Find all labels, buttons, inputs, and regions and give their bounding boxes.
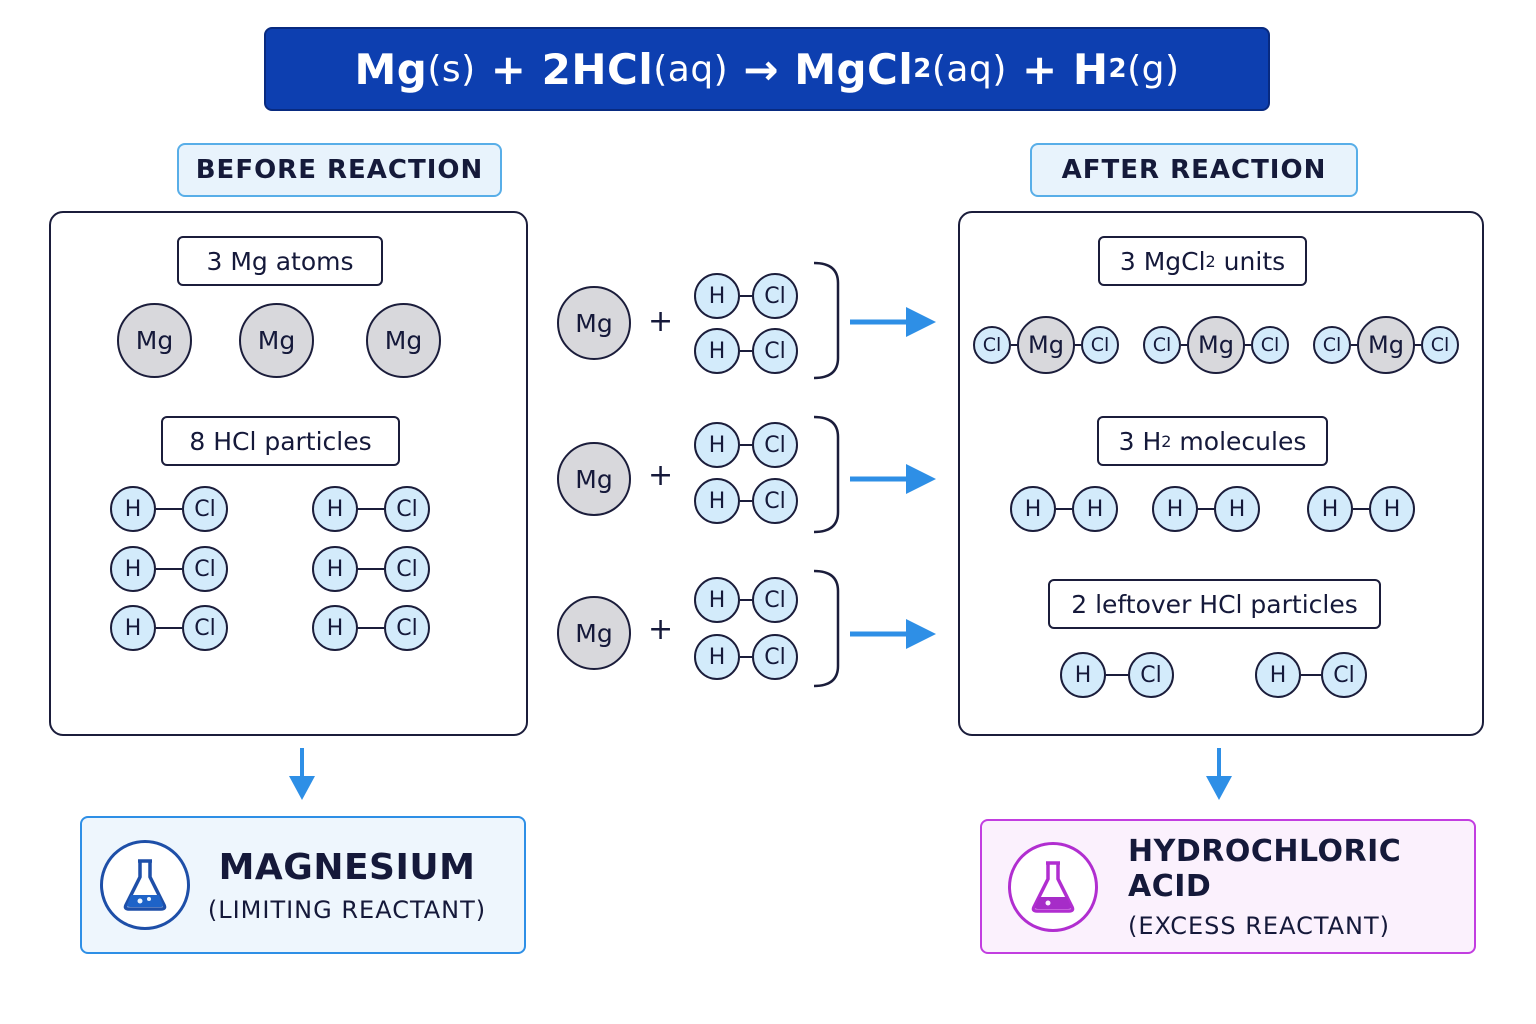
mg-atom: Mg [366,303,441,378]
plus-sign: + [648,612,674,647]
excess-reactant-box: HYDROCHLORIC ACID (EXCESS REACTANT) [980,819,1476,954]
chlorine-atom: Cl [1143,326,1181,364]
limiting-reactant-title: MAGNESIUM [218,846,476,888]
flask-icon [1008,841,1098,932]
chlorine-atom: Cl [1313,326,1351,364]
excess-reactant-title: HYDROCHLORIC ACID [1128,833,1402,904]
chlorine-atom: Cl [182,486,228,532]
down-arrow-right [1206,748,1232,800]
h2-molecule: H H [1010,486,1118,532]
hydrogen-atom: H [694,634,740,680]
mg-atom: Mg [1357,316,1415,374]
bracket [813,261,840,380]
hydrogen-atom: H [110,486,156,532]
hydrogen-atom: H [312,546,358,592]
hydrogen-atom: H [1255,652,1301,698]
chlorine-atom: Cl [1251,326,1289,364]
hydrogen-atom: H [1307,486,1353,532]
mg-atom: Mg [1187,316,1245,374]
hcl-molecule: H Cl [694,422,798,468]
hcl-molecule: H Cl [110,605,228,651]
bracket-group [813,261,840,688]
hcl-molecule: H Cl [694,328,798,374]
hcl-molecule: H Cl [312,546,430,592]
hydrogen-atom: H [1152,486,1198,532]
chlorine-atom: Cl [752,422,798,468]
reaction-arrow [850,464,936,494]
hcl-molecule: H Cl [312,605,430,651]
bracket [813,415,840,534]
chlorine-atom: Cl [752,273,798,319]
h2-molecule: H H [1152,486,1260,532]
chlorine-atom: Cl [384,605,430,651]
chlorine-atom: Cl [752,634,798,680]
chlorine-atom: Cl [973,326,1011,364]
hydrogen-atom: H [312,605,358,651]
chlorine-atom: Cl [1421,326,1459,364]
reaction-arrow [850,307,936,337]
chlorine-atom: Cl [1128,652,1174,698]
chlorine-atom: Cl [1081,326,1119,364]
hydrogen-atom: H [1010,486,1056,532]
mg-atom: Mg [557,596,631,670]
hcl-molecule: H Cl [694,634,798,680]
hydrogen-atom: H [694,273,740,319]
reaction-arrow [850,619,936,649]
mgcl2-unit: Cl Mg Cl [1143,316,1289,374]
hydrogen-atom: H [694,577,740,623]
mg-atom: Mg [1017,316,1075,374]
hydrogen-atom: H [694,478,740,524]
hcl-molecule: H Cl [1060,652,1174,698]
hydrogen-atom: H [1214,486,1260,532]
after-panel [958,211,1484,736]
hcl-molecule: H Cl [312,486,430,532]
chlorine-atom: Cl [752,577,798,623]
leftover-hcl-label: 2 leftover HCl particles [1048,579,1381,629]
mg-atom: Mg [557,442,631,516]
mg-atoms-label: 3 Mg atoms [177,236,383,286]
hydrogen-atom: H [1060,652,1106,698]
hcl-molecule: H Cl [694,273,798,319]
hydrogen-atom: H [312,486,358,532]
chlorine-atom: Cl [1321,652,1367,698]
excess-reactant-subtitle: (EXCESS REACTANT) [1128,911,1391,940]
flask-icon [100,840,190,930]
after-reaction-label: AFTER REACTION [1030,143,1358,197]
mgcl2-unit: Cl Mg Cl [973,316,1119,374]
plus-sign: + [648,458,674,493]
bracket [813,569,840,688]
hcl-particles-label: 8 HCl particles [161,416,400,466]
limiting-reactant-subtitle: (LIMITING REACTANT) [207,895,487,924]
mg-atom: Mg [117,303,192,378]
hcl-molecule: H Cl [110,486,228,532]
down-arrow-left [289,748,315,800]
hcl-molecule: H Cl [110,546,228,592]
mg-atom: Mg [557,286,631,360]
hcl-molecule: H Cl [694,478,798,524]
hydrogen-atom: H [694,328,740,374]
hcl-molecule: H Cl [1255,652,1367,698]
hydrogen-atom: H [110,546,156,592]
limiting-reactant-box: MAGNESIUM (LIMITING REACTANT) [80,816,526,954]
h2-molecule: H H [1307,486,1415,532]
hydrogen-atom: H [110,605,156,651]
chlorine-atom: Cl [182,546,228,592]
plus-sign: + [648,304,674,339]
chlorine-atom: Cl [752,328,798,374]
hydrogen-atom: H [1072,486,1118,532]
chlorine-atom: Cl [752,478,798,524]
hcl-molecule: H Cl [694,577,798,623]
chlorine-atom: Cl [384,546,430,592]
chlorine-atom: Cl [182,605,228,651]
mgcl2-unit: Cl Mg Cl [1313,316,1459,374]
hydrogen-atom: H [694,422,740,468]
mg-atom: Mg [239,303,314,378]
hydrogen-atom: H [1369,486,1415,532]
chlorine-atom: Cl [384,486,430,532]
before-reaction-label: BEFORE REACTION [177,143,502,197]
